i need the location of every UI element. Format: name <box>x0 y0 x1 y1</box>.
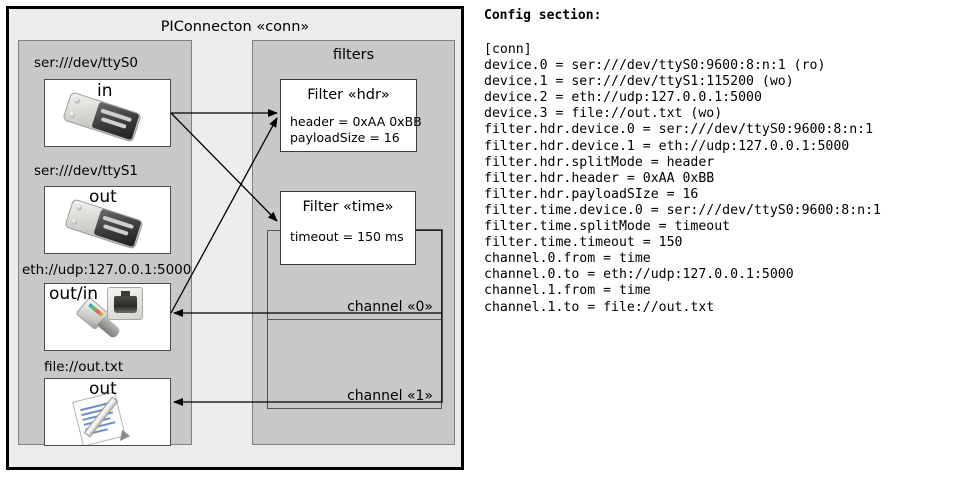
filter-title-time: Filter «time» <box>302 199 394 215</box>
config-line: device.2 = eth://udp:127.0.0.1:5000 <box>484 90 762 106</box>
channel-label-1: channel «1» <box>347 388 433 404</box>
config-line: device.1 = ser:///dev/ttyS1:115200 (wo) <box>484 74 794 90</box>
config-line: filter.time.device.0 = ser:///dev/ttyS0:… <box>484 202 881 218</box>
filters-panel-title: filters <box>332 47 375 63</box>
config-line: channel.1.to = file://out.txt <box>484 299 715 315</box>
device-direction-ttys0: in <box>97 81 113 101</box>
config-line: filter.hdr.payloadSIze = 16 <box>484 186 699 202</box>
channel-label-0: channel «0» <box>347 299 433 315</box>
device-label-ttys0: ser:///dev/ttyS0 <box>34 55 138 71</box>
config-line: filter.time.splitMode = timeout <box>484 219 731 235</box>
device-label-file: file://out.txt <box>44 359 124 375</box>
device-box-file[interactable]: out <box>44 378 171 446</box>
config-line: channel.1.from = time <box>484 283 651 299</box>
config-section-title: Config section: <box>484 8 602 23</box>
config-line: filter.hdr.device.1 = eth://udp:127.0.0.… <box>484 138 850 154</box>
connection-diagram: PIConnecton «conn» ser:///dev/ttyS0 in s… <box>0 0 478 484</box>
device-direction-file: out <box>89 379 117 399</box>
filter-prop-header: header = 0xAA 0xBB <box>290 114 422 129</box>
config-line: filter.time.timeout = 150 <box>484 235 683 251</box>
device-box-ttys1[interactable]: out <box>44 186 171 254</box>
device-direction-ttys1: out <box>89 187 117 207</box>
config-line: channel.0.to = eth://udp:127.0.0.1:5000 <box>484 267 794 283</box>
config-line: filter.hdr.header = 0xAA 0xBB <box>484 170 715 186</box>
config-line: filter.hdr.device.0 = ser:///dev/ttyS0:9… <box>484 122 874 138</box>
device-label-ttys1: ser:///dev/ttyS1 <box>34 163 138 179</box>
channel-box-1[interactable]: channel «1» <box>267 319 442 409</box>
config-lines: [conn]device.0 = ser:///dev/ttyS0:9600:8… <box>484 42 881 316</box>
device-box-eth[interactable]: out/in <box>44 283 171 351</box>
device-box-ttys0[interactable]: in <box>44 79 171 147</box>
config-section: Config section: [conn]device.0 = ser:///… <box>478 0 964 484</box>
config-line: [conn] <box>484 42 532 57</box>
config-line: channel.0.from = time <box>484 251 651 267</box>
diagram-title: PIConnecton «conn» <box>160 19 310 35</box>
config-line: device.0 = ser:///dev/ttyS0:9600:8:n:1 (… <box>484 58 826 74</box>
device-direction-eth: out/in <box>49 284 99 304</box>
filter-box-time[interactable]: Filter «time» timeout = 150 ms <box>280 191 416 265</box>
filter-prop-timeout: timeout = 150 ms <box>290 229 404 244</box>
device-label-eth: eth://udp:127.0.0.1:5000 <box>22 262 192 278</box>
filter-box-hdr[interactable]: Filter «hdr» header = 0xAA 0xBB payloadS… <box>280 79 422 152</box>
config-line: filter.hdr.splitMode = header <box>484 154 715 170</box>
filter-prop-payloadsize: payloadSize = 16 <box>290 130 400 145</box>
filter-title-hdr: Filter «hdr» <box>307 87 390 103</box>
config-line: device.3 = file://out.txt (wo) <box>484 106 723 122</box>
